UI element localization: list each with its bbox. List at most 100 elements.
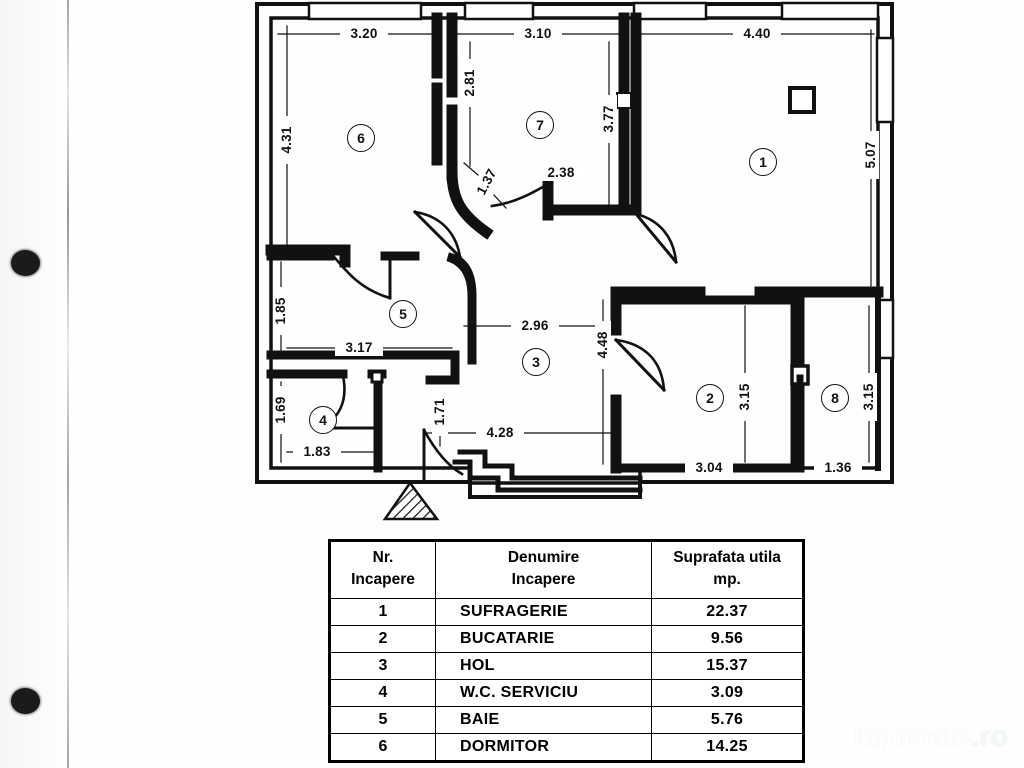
cell-room-area: 3.09 xyxy=(651,678,804,707)
room-number-text: 5 xyxy=(399,306,407,322)
room-number-text: 1 xyxy=(759,154,767,170)
dimension-label: 2.96 xyxy=(511,318,559,334)
room-number-marker-5: 5 xyxy=(389,300,417,328)
room-number-marker-6: 6 xyxy=(347,124,375,152)
cell-room-area: 5.76 xyxy=(651,705,804,734)
dimension-label: 4.31 xyxy=(279,116,295,164)
dimension-lines xyxy=(277,25,877,469)
cell-room-area: 9.56 xyxy=(651,624,804,653)
watermark: lajumate.ro xyxy=(808,720,1008,754)
door-swing-entry xyxy=(422,428,464,476)
room-number-text: 8 xyxy=(831,390,839,406)
floor-plan-drawing xyxy=(255,1,895,521)
room-number-marker-7: 7 xyxy=(526,111,554,139)
dimension-label: 4.40 xyxy=(733,26,781,42)
watermark-tld: .ro xyxy=(971,720,1008,753)
window-openings-top xyxy=(307,1,880,21)
door-swing-room1 xyxy=(634,212,678,264)
header-denumire: Denumire Incapere xyxy=(434,540,653,599)
cell-room-number: 4 xyxy=(329,678,436,707)
table-header-row: Nr. Incapere Denumire Incapere Suprafata… xyxy=(329,540,804,599)
header-denumire-line2: Incapere xyxy=(511,571,576,589)
punch-hole-mark-top xyxy=(11,250,40,276)
dimension-label: 1.71 xyxy=(432,388,448,436)
dimension-label: 1.69 xyxy=(273,386,289,434)
dimension-label: 1.37 xyxy=(468,157,506,207)
cell-room-name: HOL xyxy=(434,651,653,680)
header-suprafata-line1: Suprafata utila xyxy=(673,549,781,566)
header-nr: Nr. Incapere xyxy=(329,540,436,599)
wall-hol-entry-jog xyxy=(452,459,643,493)
dimension-label: 3.10 xyxy=(514,26,562,42)
door-swing-room5 xyxy=(328,250,392,300)
wall-room5-right xyxy=(446,252,477,365)
door-leaf-room2 xyxy=(613,337,667,393)
room-number-text: 6 xyxy=(357,130,365,146)
page-left-shading xyxy=(0,0,67,768)
cell-room-number: 1 xyxy=(329,597,436,626)
outer-wall-envelope xyxy=(255,2,894,499)
dimension-label: 1.83 xyxy=(293,444,341,460)
room-number-marker-8: 8 xyxy=(821,384,849,412)
header-nr-line2: Incapere xyxy=(351,571,415,589)
cell-room-number: 5 xyxy=(329,705,436,734)
dimension-label: 3.20 xyxy=(340,26,388,42)
dimension-label: 1.85 xyxy=(273,287,289,335)
room-number-text: 3 xyxy=(532,354,540,370)
floor-plan-labels: 1 2 3 4 5 6 7 8 3.20 3.10 4.40 4.31 2.81 3.77 5.07 1.37… xyxy=(273,26,879,476)
header-suprafata-line2: mp. xyxy=(713,571,741,589)
room-number-text: 4 xyxy=(319,412,327,428)
room-number-text: 2 xyxy=(706,390,714,406)
room-schedule-table: Nr. Incapere Denumire Incapere Suprafata… xyxy=(328,539,805,763)
dimension-label: 2.38 xyxy=(537,165,585,181)
room-number-marker-4: 4 xyxy=(309,406,337,434)
watermark-text: lajumate.ro xyxy=(853,720,1008,754)
wall-room5-right-lower xyxy=(425,350,460,385)
cell-room-area: 15.37 xyxy=(651,651,804,680)
wall-room4-notch xyxy=(370,370,384,384)
door-swing-room2 xyxy=(614,338,666,392)
cell-room-area: 22.37 xyxy=(651,597,804,626)
dimension-label: 3.15 xyxy=(861,373,877,421)
door-leaf-room1 xyxy=(633,211,679,265)
entrance-hatched-triangle xyxy=(382,480,440,521)
header-suprafata: Suprafata utila mp. xyxy=(651,540,804,599)
dimension-label: 4.28 xyxy=(476,425,524,441)
chimney-column-room1 xyxy=(788,86,816,114)
dimension-label: 3.15 xyxy=(737,373,753,421)
dimension-label: 2.81 xyxy=(462,59,478,107)
scan-fold-line xyxy=(67,0,69,768)
cell-room-number: 3 xyxy=(329,651,436,680)
cell-room-area: 14.25 xyxy=(651,732,804,762)
room-number-text: 7 xyxy=(536,117,544,133)
wall-room7-angled xyxy=(446,166,494,240)
cell-room-number: 2 xyxy=(329,624,436,653)
dimension-label: 3.04 xyxy=(685,460,733,476)
cell-room-number: 6 xyxy=(329,732,436,762)
watermark-brand: lajumate xyxy=(853,720,972,753)
cell-room-name: DORMITOR xyxy=(434,732,653,762)
cell-room-name: SUFRAGERIE xyxy=(434,597,653,626)
room-number-marker-2: 2 xyxy=(696,384,724,412)
header-nr-line1: Nr. xyxy=(372,549,394,566)
door-swing-room6 xyxy=(413,210,462,259)
dimension-label: 3.77 xyxy=(601,95,617,143)
cell-room-name: BUCATARIE xyxy=(434,624,653,653)
door-leaf-room6 xyxy=(412,209,463,260)
chevron-logo-icon xyxy=(808,725,847,751)
dimension-label: 3.17 xyxy=(335,340,383,356)
dimension-label: 4.48 xyxy=(595,321,611,369)
cell-room-name: W.C. SERVICIU xyxy=(434,678,653,707)
wall-hol-entry-jog2 xyxy=(457,449,643,481)
dimension-label: 5.07 xyxy=(863,131,879,179)
dimension-label: 1.36 xyxy=(814,460,862,476)
door-swing-room7 xyxy=(490,182,550,208)
room-number-marker-3: 3 xyxy=(522,348,550,376)
header-denumire-line1: Denumire xyxy=(507,549,580,566)
